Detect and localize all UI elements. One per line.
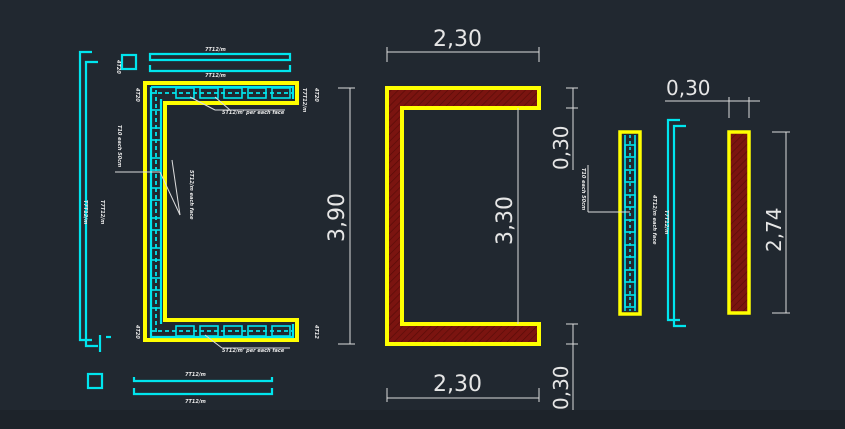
dim-bottom-thickness: 0,30 <box>549 365 573 410</box>
dim-inner-height: 3,30 <box>493 196 518 245</box>
dim-wall-thickness: 0,30 <box>666 76 711 100</box>
wall-reinforcement-detail: T10 each 50cm 4T12/m each face T7T12/m 0… <box>580 76 790 328</box>
slab-top-note: 5T12/m' per each face <box>222 110 285 116</box>
wall-tie-note: T10 each 50cm <box>580 168 586 210</box>
wall-rebar-side-note: T7T12/m <box>663 210 669 234</box>
corner-note-3: 4T20 <box>134 325 140 339</box>
bottom-bar-note: 7T12/m <box>185 372 206 378</box>
corner-note-1: 4T20 <box>115 60 121 74</box>
wall-bar-face-note: 4T12/m each face <box>651 195 657 245</box>
dim-wall-height: 2,74 <box>762 207 786 252</box>
corner-note-2: 4T20 <box>134 88 140 102</box>
main-vertical-note-2: T7T12/m <box>99 200 105 224</box>
dim-top-thickness: 0,30 <box>549 125 573 170</box>
side-bar-note: T7T12/m <box>301 88 307 112</box>
slab-bottom-note: 5T12/m' per each face <box>222 348 285 354</box>
rebar-square-bottom <box>86 372 104 390</box>
dim-overall-height: 3,90 <box>325 193 350 242</box>
dim-top-width: 2,30 <box>433 27 482 52</box>
wall-bar-note: 5T12/m each face <box>188 170 194 220</box>
wall-bottom-note: 4T12 <box>313 325 319 339</box>
vertical-bar-left: T7T12/m T7T12/m <box>78 50 111 352</box>
corner-note-4: 4T20 <box>313 88 319 102</box>
status-strip <box>0 410 845 429</box>
concrete-c-section: 2,30 2,30 3,90 3,30 0,30 <box>325 27 578 410</box>
c-section-rebar: 5T12/m each face T10 each 50cm 5T12/m' p… <box>115 81 319 354</box>
bottom-bar-group: 7T12/m 7T12/m <box>132 372 274 405</box>
main-vertical-note: T7T12/m <box>82 200 88 224</box>
top-bar-note: 7T12/m <box>205 47 226 53</box>
bottom-inner-bar-note: 7T12/m <box>185 399 206 405</box>
reinforcement-detail: T7T12/m T7T12/m 4T20 7T12/m 7T12/m 7T12/… <box>78 47 319 405</box>
dim-bottom-width: 2,30 <box>433 372 482 397</box>
top-inner-bar-note: 7T12/m <box>205 73 226 79</box>
rebar-square-top <box>120 53 138 71</box>
tie-note: T10 each 50cm <box>116 125 122 167</box>
top-bar-group: 7T12/m 7T12/m <box>148 47 292 79</box>
